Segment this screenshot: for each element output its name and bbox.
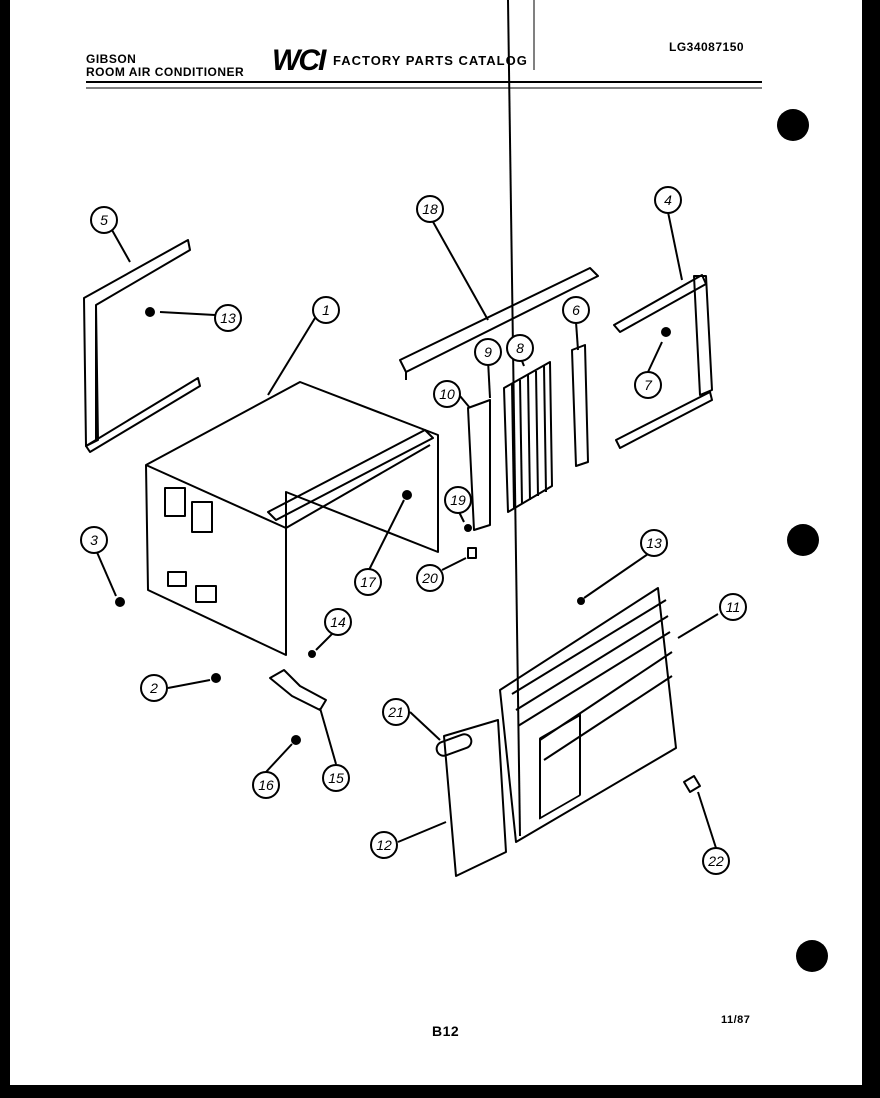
callout-17 bbox=[354, 568, 382, 596]
callout-6 bbox=[562, 296, 590, 324]
callout-8 bbox=[506, 334, 534, 362]
callout-7 bbox=[634, 371, 662, 399]
part-5-side-frame bbox=[83, 239, 201, 453]
callout-label-13-left: 13 bbox=[220, 310, 236, 326]
callout-13-left bbox=[214, 304, 242, 332]
page-number: B12 bbox=[432, 1023, 460, 1039]
part-4-side-frame bbox=[613, 274, 713, 449]
callout-label-16: 16 bbox=[258, 777, 274, 793]
part-10-bracket bbox=[467, 399, 491, 531]
callout-label-7: 7 bbox=[644, 377, 653, 393]
callout-label-3: 3 bbox=[90, 532, 98, 548]
callout-label-19: 19 bbox=[450, 492, 466, 508]
part-7-screw bbox=[661, 327, 671, 337]
part-3-screw bbox=[115, 597, 125, 607]
callout-16 bbox=[252, 771, 280, 799]
callout-label-15: 15 bbox=[328, 770, 344, 786]
binder-hole-middle bbox=[787, 524, 819, 556]
part-20-clip bbox=[467, 547, 477, 559]
part-12-filter bbox=[443, 719, 507, 877]
callout-5 bbox=[90, 206, 118, 234]
callout-13 bbox=[640, 529, 668, 557]
callout-labels: 5 13 1 18 4 6 8 9 10 7 3 2 17 19 20 14 1… bbox=[90, 192, 740, 869]
callout-12 bbox=[370, 831, 398, 859]
callout-18 bbox=[416, 195, 444, 223]
callout-label-5: 5 bbox=[100, 212, 108, 228]
callout-label-18: 18 bbox=[422, 201, 438, 217]
callout-circles bbox=[80, 186, 747, 875]
part-13-screw bbox=[577, 597, 585, 605]
callout-9 bbox=[474, 338, 502, 366]
product-label: ROOM AIR CONDITIONER bbox=[86, 65, 245, 79]
part-6-strip bbox=[571, 344, 589, 467]
callout-3 bbox=[80, 526, 108, 554]
part-19-screw bbox=[464, 524, 472, 532]
callout-2 bbox=[140, 674, 168, 702]
callout-label-21: 21 bbox=[387, 704, 404, 720]
callout-label-22: 22 bbox=[707, 853, 724, 869]
catalog-title: FACTORY PARTS CATALOG bbox=[333, 53, 528, 68]
callout-label-10: 10 bbox=[439, 386, 455, 402]
leader-lines bbox=[95, 211, 719, 849]
callout-4 bbox=[654, 186, 682, 214]
callout-10 bbox=[433, 380, 461, 408]
part-13-screw-left bbox=[145, 307, 155, 317]
callout-14 bbox=[324, 608, 352, 636]
callout-label-20: 20 bbox=[421, 570, 438, 586]
part-17-screw bbox=[402, 490, 412, 500]
part-16-screw bbox=[291, 735, 301, 745]
callout-label-9: 9 bbox=[484, 344, 492, 360]
part-11-front-panel bbox=[499, 0, 677, 843]
part-1-cabinet bbox=[145, 381, 439, 656]
callout-label-17: 17 bbox=[360, 574, 377, 590]
callout-label-6: 6 bbox=[572, 302, 580, 318]
callout-19 bbox=[444, 486, 472, 514]
callout-label-14: 14 bbox=[330, 614, 346, 630]
wci-logo: WCI bbox=[272, 44, 326, 77]
callout-label-8: 8 bbox=[516, 340, 524, 356]
callout-label-1: 1 bbox=[322, 302, 330, 318]
part-14-screw bbox=[308, 650, 316, 658]
callout-22 bbox=[702, 847, 730, 875]
revision-date: 11/87 bbox=[721, 1014, 751, 1026]
binder-hole-bottom bbox=[796, 940, 828, 972]
callout-label-11: 11 bbox=[726, 599, 741, 615]
callout-21 bbox=[382, 698, 410, 726]
callout-label-13: 13 bbox=[646, 535, 662, 551]
brand-label: GIBSON bbox=[86, 52, 137, 66]
part-2-screw bbox=[211, 673, 221, 683]
binder-hole-top bbox=[777, 109, 809, 141]
callout-label-2: 2 bbox=[149, 680, 158, 696]
part-21-handle bbox=[435, 733, 473, 757]
part-8-louver bbox=[503, 361, 553, 513]
part-22-clip bbox=[683, 775, 701, 793]
part-18-top-rail bbox=[399, 267, 599, 380]
callout-20 bbox=[416, 564, 444, 592]
callout-15 bbox=[322, 764, 350, 792]
callout-11 bbox=[719, 593, 747, 621]
part-15-mount-bracket bbox=[269, 669, 327, 711]
model-number: LG34087150 bbox=[669, 40, 745, 54]
callout-label-12: 12 bbox=[376, 837, 392, 853]
catalog-page: GIBSON ROOM AIR CONDITIONER WCI FACTORY … bbox=[10, 0, 862, 1085]
callout-label-4: 4 bbox=[664, 192, 672, 208]
callout-1 bbox=[312, 296, 340, 324]
